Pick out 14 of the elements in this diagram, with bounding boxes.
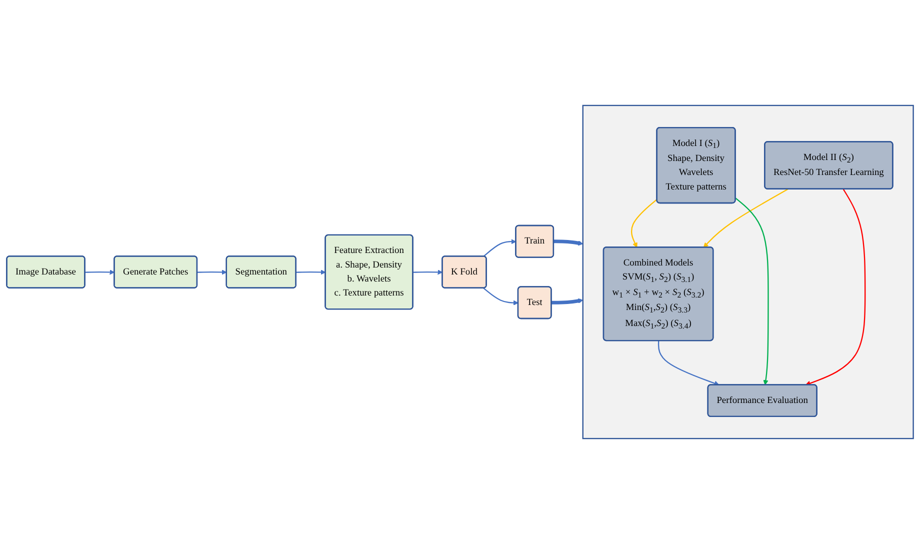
cluster — [582, 104, 914, 440]
arrow — [296, 270, 326, 275]
arrow — [483, 288, 518, 306]
arrow — [735, 198, 769, 386]
arrow — [85, 270, 115, 275]
arrow — [703, 188, 788, 248]
arrow — [805, 188, 866, 386]
arrow — [413, 270, 443, 275]
arrow — [630, 198, 658, 248]
arrow — [658, 340, 720, 386]
arrow — [553, 240, 584, 246]
arrow — [551, 298, 584, 304]
arrow — [483, 239, 516, 257]
arrow — [197, 270, 227, 275]
